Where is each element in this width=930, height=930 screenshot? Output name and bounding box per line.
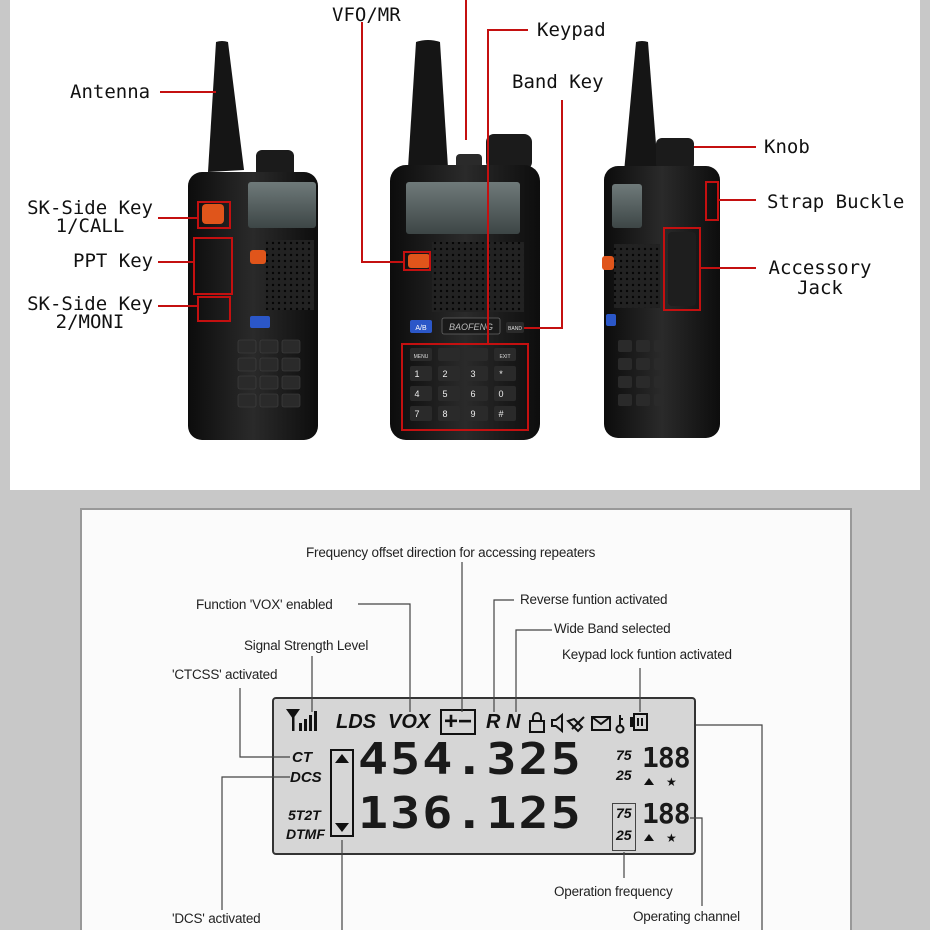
label-reverse: Reverse funtion activated bbox=[520, 592, 668, 607]
star-icon: ★ bbox=[666, 775, 677, 787]
lcd-vox: VOX bbox=[388, 711, 431, 733]
star-icon: ★ bbox=[666, 831, 677, 843]
key-lock-icon bbox=[615, 715, 625, 734]
lcd-step-b-top: 75 bbox=[616, 805, 632, 821]
radio-photo-panel bbox=[10, 0, 920, 490]
lcd-step-a-top: 75 bbox=[616, 747, 632, 763]
label-operating-channel: Operating channel bbox=[633, 909, 740, 924]
scroll-arrows-icon bbox=[335, 754, 349, 832]
lcd-channel-a: 188 bbox=[642, 741, 691, 774]
lcd-5t2t: 5T2T bbox=[288, 807, 321, 823]
lcd-reverse-r: R bbox=[486, 711, 501, 733]
lcd-step-b-bottom: 25 bbox=[616, 827, 632, 843]
label-dcs-activated: 'DCS' activated bbox=[172, 911, 261, 926]
lcd-dcs: DCS bbox=[290, 769, 322, 786]
lcd-frequency-b: 136.125 bbox=[358, 787, 583, 839]
label-sk-side-key-2: SK-Side Key 2/MONI bbox=[20, 294, 160, 333]
label-wide-band: Wide Band selected bbox=[554, 621, 671, 636]
label-ctcss: 'CTCSS' activated bbox=[172, 667, 278, 682]
lcd-step-a-bottom: 25 bbox=[616, 767, 632, 783]
label-antenna: Antenna bbox=[70, 81, 151, 103]
label-knob: Knob bbox=[764, 136, 810, 158]
label-strap-buckle: Strap Buckle bbox=[767, 191, 905, 213]
label-accessory-jack: Accessory Jack bbox=[758, 258, 882, 299]
lcd-scroll-box bbox=[330, 749, 354, 837]
label-sk-side-key-2-line1: SK-Side Key bbox=[27, 293, 153, 315]
label-accessory-jack-line2: Jack bbox=[797, 277, 843, 299]
label-offset-direction: Frequency offset direction for accessing… bbox=[306, 545, 596, 560]
lcd-plus-minus: +− bbox=[440, 709, 477, 735]
label-accessory-jack-line1: Accessory bbox=[768, 257, 872, 279]
channel-a-indicators: ★ bbox=[644, 775, 677, 787]
lcd-display: LDS VOX +− R N CT DCS 5T2T DTMF 454.325 … bbox=[272, 697, 696, 855]
speaker-icon bbox=[551, 712, 563, 734]
signal-strength-icon bbox=[286, 709, 317, 731]
label-keypad-lock: Keypad lock funtion activated bbox=[562, 647, 732, 662]
battery-icon bbox=[630, 713, 648, 731]
label-vfo-mr: VFO/MR bbox=[332, 4, 401, 26]
label-sk-side-key-1: SK-Side Key 1/CALL bbox=[20, 198, 160, 237]
operation-frequency-box bbox=[612, 803, 636, 851]
lcd-dtmf: DTMF bbox=[286, 826, 325, 842]
lcd-frequency-a: 454.325 bbox=[358, 733, 583, 785]
label-keypad: Keypad bbox=[537, 19, 606, 41]
label-band-key: Band Key bbox=[512, 71, 604, 93]
lcd-channel-b: 188 bbox=[642, 797, 691, 830]
label-sk-side-key-1-line2: 1/CALL bbox=[55, 215, 125, 237]
label-sk-side-key-1-line1: SK-Side Key bbox=[27, 197, 153, 219]
lcd-lds: LDS bbox=[336, 711, 376, 733]
lock-icon bbox=[529, 712, 545, 733]
label-ppt-key: PPT Key bbox=[73, 250, 154, 272]
label-signal-strength: Signal Strength Level bbox=[244, 638, 369, 653]
bell-icon bbox=[566, 716, 585, 733]
channel-b-indicators: ★ bbox=[644, 831, 677, 843]
lcd-ct: CT bbox=[292, 749, 312, 766]
label-vox-enabled: Function 'VOX' enabled bbox=[196, 597, 333, 612]
label-sk-side-key-2-line2: 2/MONI bbox=[55, 311, 125, 333]
envelope-icon bbox=[591, 716, 611, 731]
label-operation-frequency: Operation frequency bbox=[554, 884, 673, 899]
lcd-status-icons bbox=[529, 712, 648, 734]
lcd-wide-n: N bbox=[506, 711, 521, 733]
